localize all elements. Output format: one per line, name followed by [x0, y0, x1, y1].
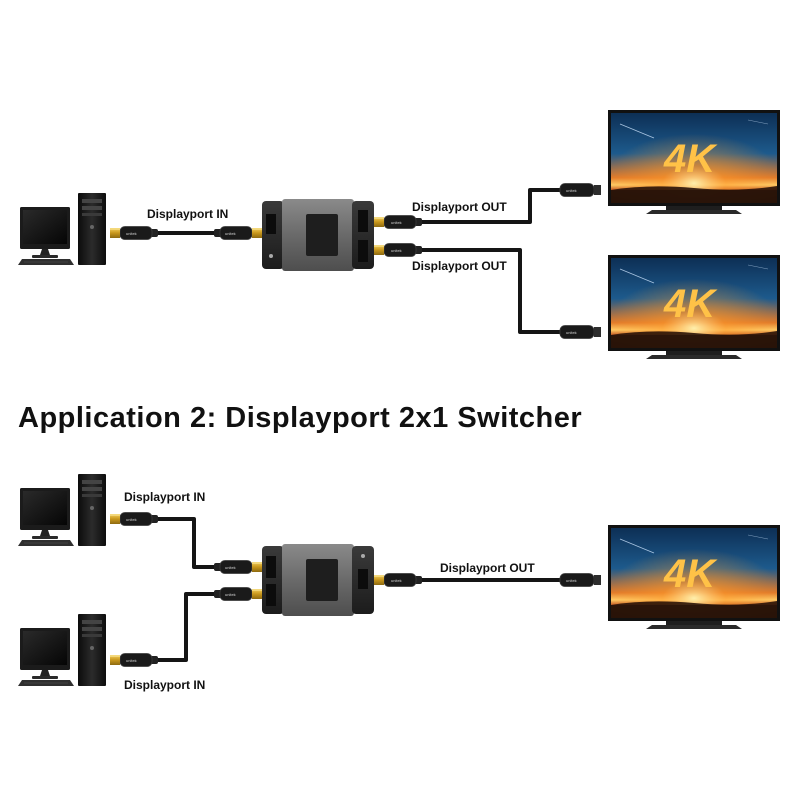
app2-input-plug-brand-1: unitek	[126, 517, 137, 522]
app1-display-1: 4K	[607, 109, 781, 215]
app1-input-plug-brand: unitek	[126, 231, 137, 236]
app1-output-label-1: Displayport OUT	[412, 200, 507, 214]
app2-output-plug-device-brand: unitek	[391, 578, 402, 583]
app1-input-label: Displayport IN	[147, 207, 228, 221]
app1-output-plug-brand-1: unitek	[391, 220, 402, 225]
app2-input-plug-device-brand-1: unitek	[225, 565, 236, 570]
application-2-title: Application 2: Displayport 2x1 Switcher	[18, 402, 582, 434]
app2-input-plug-device-2	[213, 587, 263, 601]
app1-display-2-badge: 4K	[663, 282, 718, 326]
app1-display-1-badge: 4K	[663, 137, 718, 181]
app2-input-label-1: Displayport IN	[124, 490, 205, 504]
app2-input-plug-device-1	[213, 560, 263, 574]
app2-display-badge: 4K	[663, 552, 718, 596]
app1-output-plug-brand-2: unitek	[391, 248, 402, 253]
app1-splitter-device	[262, 199, 374, 271]
app1-source-computer	[17, 192, 107, 266]
app1-output-label-2: Displayport OUT	[412, 259, 507, 273]
app1-input-plug-device	[213, 226, 263, 240]
app2-input-cable-1	[110, 517, 262, 569]
app2-tv-plug-brand: unitek	[566, 578, 577, 583]
app1-display-2: 4K	[607, 254, 781, 360]
app2-input-label-2: Displayport IN	[124, 678, 205, 692]
app2-source-computer-1	[17, 473, 107, 547]
app1-tv2-plug-brand: unitek	[566, 330, 577, 335]
app1-tv1-plug-brand: unitek	[566, 188, 577, 193]
app2-source-computer-2	[17, 613, 107, 687]
app2-output-label: Displayport OUT	[440, 561, 535, 575]
app2-switcher-device	[262, 544, 374, 616]
app2-input-cable-2	[110, 592, 262, 662]
app2-display: 4K	[607, 524, 781, 630]
application-1-diagram: unitek unitek unitek unitek unitek unite…	[17, 109, 781, 360]
app2-input-plug-device-brand-2: unitek	[225, 592, 236, 597]
app1-input-plug-device-brand: unitek	[225, 231, 236, 236]
app1-output-cable-1	[372, 188, 600, 224]
app2-input-plug-brand-2: unitek	[126, 658, 137, 663]
application-2-diagram: unitek unitek unitek unitek unitek unite…	[17, 473, 781, 692]
